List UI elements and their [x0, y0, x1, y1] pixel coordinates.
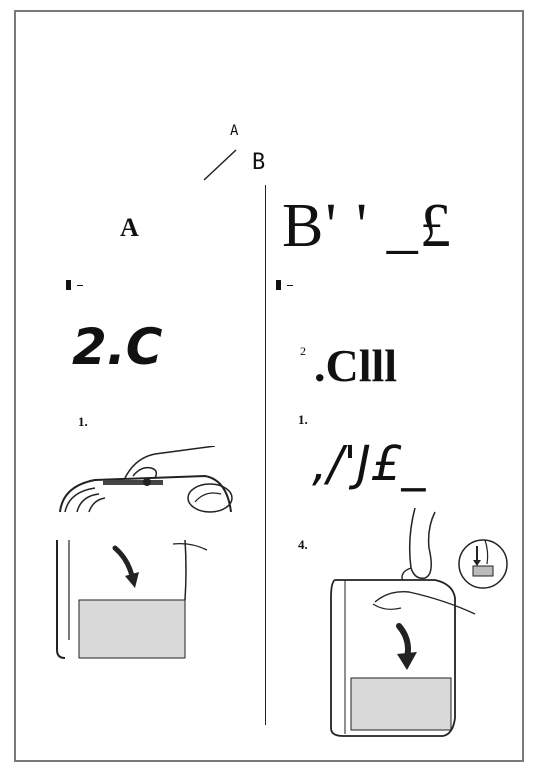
column-b-bullet [276, 280, 293, 290]
header-label-b: B [252, 150, 266, 175]
slash-mark [203, 149, 237, 181]
column-a-step-big: 2.C [72, 318, 163, 376]
column-divider [265, 185, 266, 725]
column-b-step-1: 1. [298, 412, 308, 427]
column-b-step-4: 4. [298, 537, 308, 552]
header-label-a: A [230, 123, 239, 139]
column-a-step-1: 1. [78, 414, 88, 429]
column-b-title: B' ' _£ [282, 192, 453, 260]
dispenser-refill-insert-illustration [330, 508, 508, 737]
column-b-step-sup: 2 [300, 344, 306, 358]
dispenser-cover-close-illustration [56, 540, 208, 659]
hand-opening-cover-illustration [59, 446, 233, 513]
column-a-title: A [120, 213, 139, 242]
column-b-step-big: .Clll [314, 340, 398, 391]
column-b-step-scribble: ,/'J£_ [312, 436, 426, 492]
column-a-bullet [66, 280, 83, 290]
